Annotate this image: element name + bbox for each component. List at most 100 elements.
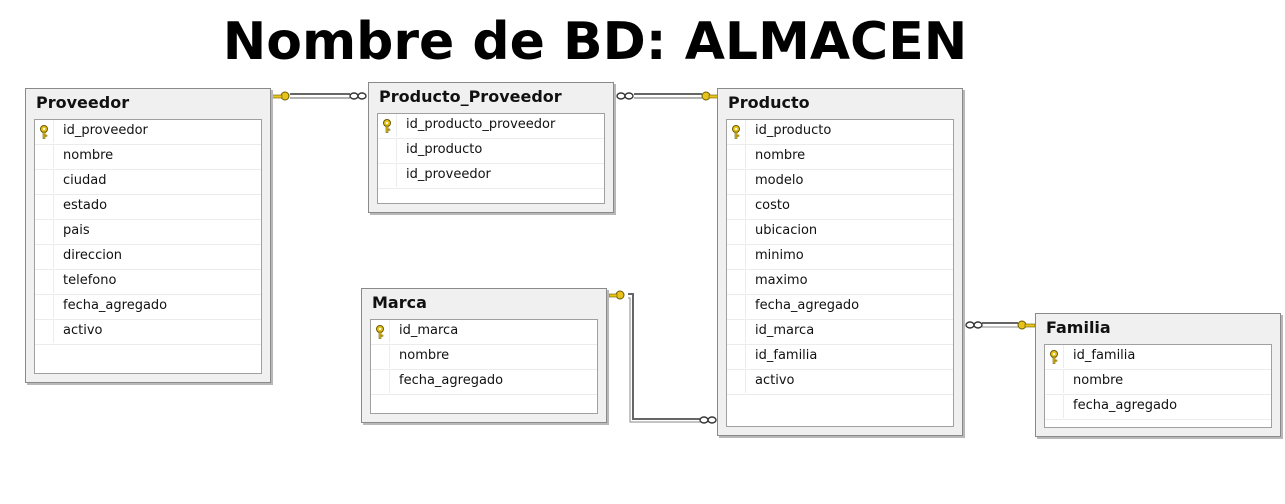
row-selector[interactable] <box>35 245 54 268</box>
column-row[interactable]: nombre <box>727 145 953 170</box>
column-name: id_producto <box>406 142 483 157</box>
column-row[interactable]: id_producto <box>727 120 953 145</box>
column-name: id_proveedor <box>406 167 491 182</box>
row-selector[interactable] <box>378 114 397 137</box>
column-row[interactable]: nombre <box>371 345 597 370</box>
rel-producto-producto-proveedor[interactable] <box>616 91 719 101</box>
column-row[interactable]: maximo <box>727 270 953 295</box>
row-selector[interactable] <box>727 245 746 268</box>
primary-key-icon <box>383 119 391 133</box>
one-key-icon <box>1017 320 1036 330</box>
row-selector[interactable] <box>371 370 390 393</box>
column-row[interactable]: ubicacion <box>727 220 953 245</box>
column-row[interactable]: estado <box>35 195 261 220</box>
column-name: nombre <box>399 348 450 363</box>
table-title: Proveedor <box>36 93 130 112</box>
row-selector[interactable] <box>727 295 746 318</box>
column-row[interactable]: costo <box>727 195 953 220</box>
row-selector[interactable] <box>727 120 746 143</box>
column-row[interactable]: id_producto_proveedor <box>378 114 604 139</box>
column-row[interactable]: id_familia <box>1045 345 1271 370</box>
row-selector[interactable] <box>727 320 746 343</box>
column-grid: id_producto_proveedor id_producto id_prove… <box>377 113 605 204</box>
column-row[interactable]: id_marca <box>371 320 597 345</box>
primary-key-icon <box>40 125 48 139</box>
row-selector[interactable] <box>35 120 54 143</box>
row-selector[interactable] <box>1045 345 1064 368</box>
row-selector[interactable] <box>727 220 746 243</box>
column-name: nombre <box>63 148 114 163</box>
row-selector[interactable] <box>35 295 54 318</box>
column-row[interactable]: direccion <box>35 245 261 270</box>
row-selector[interactable] <box>1045 395 1064 418</box>
many-infinity-icon <box>616 92 634 100</box>
column-row[interactable]: id_producto <box>378 139 604 164</box>
column-name: nombre <box>755 148 806 163</box>
row-selector[interactable] <box>35 195 54 218</box>
row-selector[interactable] <box>35 170 54 193</box>
row-selector[interactable] <box>371 345 390 368</box>
column-name: activo <box>63 323 103 338</box>
row-selector[interactable] <box>35 270 54 293</box>
column-name: ciudad <box>63 173 107 188</box>
column-row[interactable]: fecha_agregado <box>371 370 597 395</box>
column-row[interactable]: telefono <box>35 270 261 295</box>
table-producto-proveedor[interactable]: Producto_Proveedor id_producto_proveedor… <box>368 82 614 213</box>
primary-key-icon <box>1050 350 1058 364</box>
row-selector[interactable] <box>35 145 54 168</box>
column-name: minimo <box>755 248 804 263</box>
column-row[interactable]: activo <box>35 320 261 345</box>
column-name: id_proveedor <box>63 123 148 138</box>
column-name: telefono <box>63 273 117 288</box>
column-name: id_marca <box>399 323 459 338</box>
row-selector[interactable] <box>1045 370 1064 393</box>
column-row[interactable]: activo <box>727 370 953 395</box>
row-selector[interactable] <box>727 345 746 368</box>
column-name: id_marca <box>755 323 815 338</box>
column-row[interactable]: pais <box>35 220 261 245</box>
column-row[interactable]: modelo <box>727 170 953 195</box>
column-row[interactable]: nombre <box>1045 370 1271 395</box>
column-name: fecha_agregado <box>1073 398 1178 413</box>
diagram-title: Nombre de BD: ALMACEN <box>222 12 968 72</box>
row-selector[interactable] <box>378 139 397 162</box>
rel-proveedor-producto-proveedor[interactable] <box>271 91 367 101</box>
row-selector[interactable] <box>727 195 746 218</box>
column-row[interactable]: fecha_agregado <box>1045 395 1271 420</box>
column-name: modelo <box>755 173 804 188</box>
row-selector[interactable] <box>727 145 746 168</box>
column-row[interactable]: id_familia <box>727 345 953 370</box>
column-row[interactable]: minimo <box>727 245 953 270</box>
row-selector[interactable] <box>727 170 746 193</box>
column-row[interactable]: fecha_agregado <box>727 295 953 320</box>
column-row[interactable]: id_marca <box>727 320 953 345</box>
table-title: Marca <box>372 293 427 312</box>
primary-key-icon <box>732 125 740 139</box>
row-selector[interactable] <box>727 270 746 293</box>
column-row[interactable]: fecha_agregado <box>35 295 261 320</box>
one-key-icon <box>271 91 290 101</box>
row-selector[interactable] <box>35 320 54 343</box>
row-selector[interactable] <box>727 370 746 393</box>
column-row[interactable]: id_proveedor <box>378 164 604 189</box>
column-name: maximo <box>755 273 808 288</box>
column-row[interactable]: ciudad <box>35 170 261 195</box>
row-selector[interactable] <box>371 320 390 343</box>
rel-familia-producto[interactable] <box>965 320 1036 330</box>
column-name: fecha_agregado <box>755 298 860 313</box>
column-row[interactable]: nombre <box>35 145 261 170</box>
row-selector[interactable] <box>35 220 54 243</box>
column-row[interactable]: id_proveedor <box>35 120 261 145</box>
column-name: pais <box>63 223 90 238</box>
column-name: estado <box>63 198 108 213</box>
many-infinity-icon <box>349 92 367 100</box>
column-name: id_producto_proveedor <box>406 117 556 132</box>
row-selector[interactable] <box>378 164 397 187</box>
rel-marca-producto[interactable] <box>608 290 717 424</box>
